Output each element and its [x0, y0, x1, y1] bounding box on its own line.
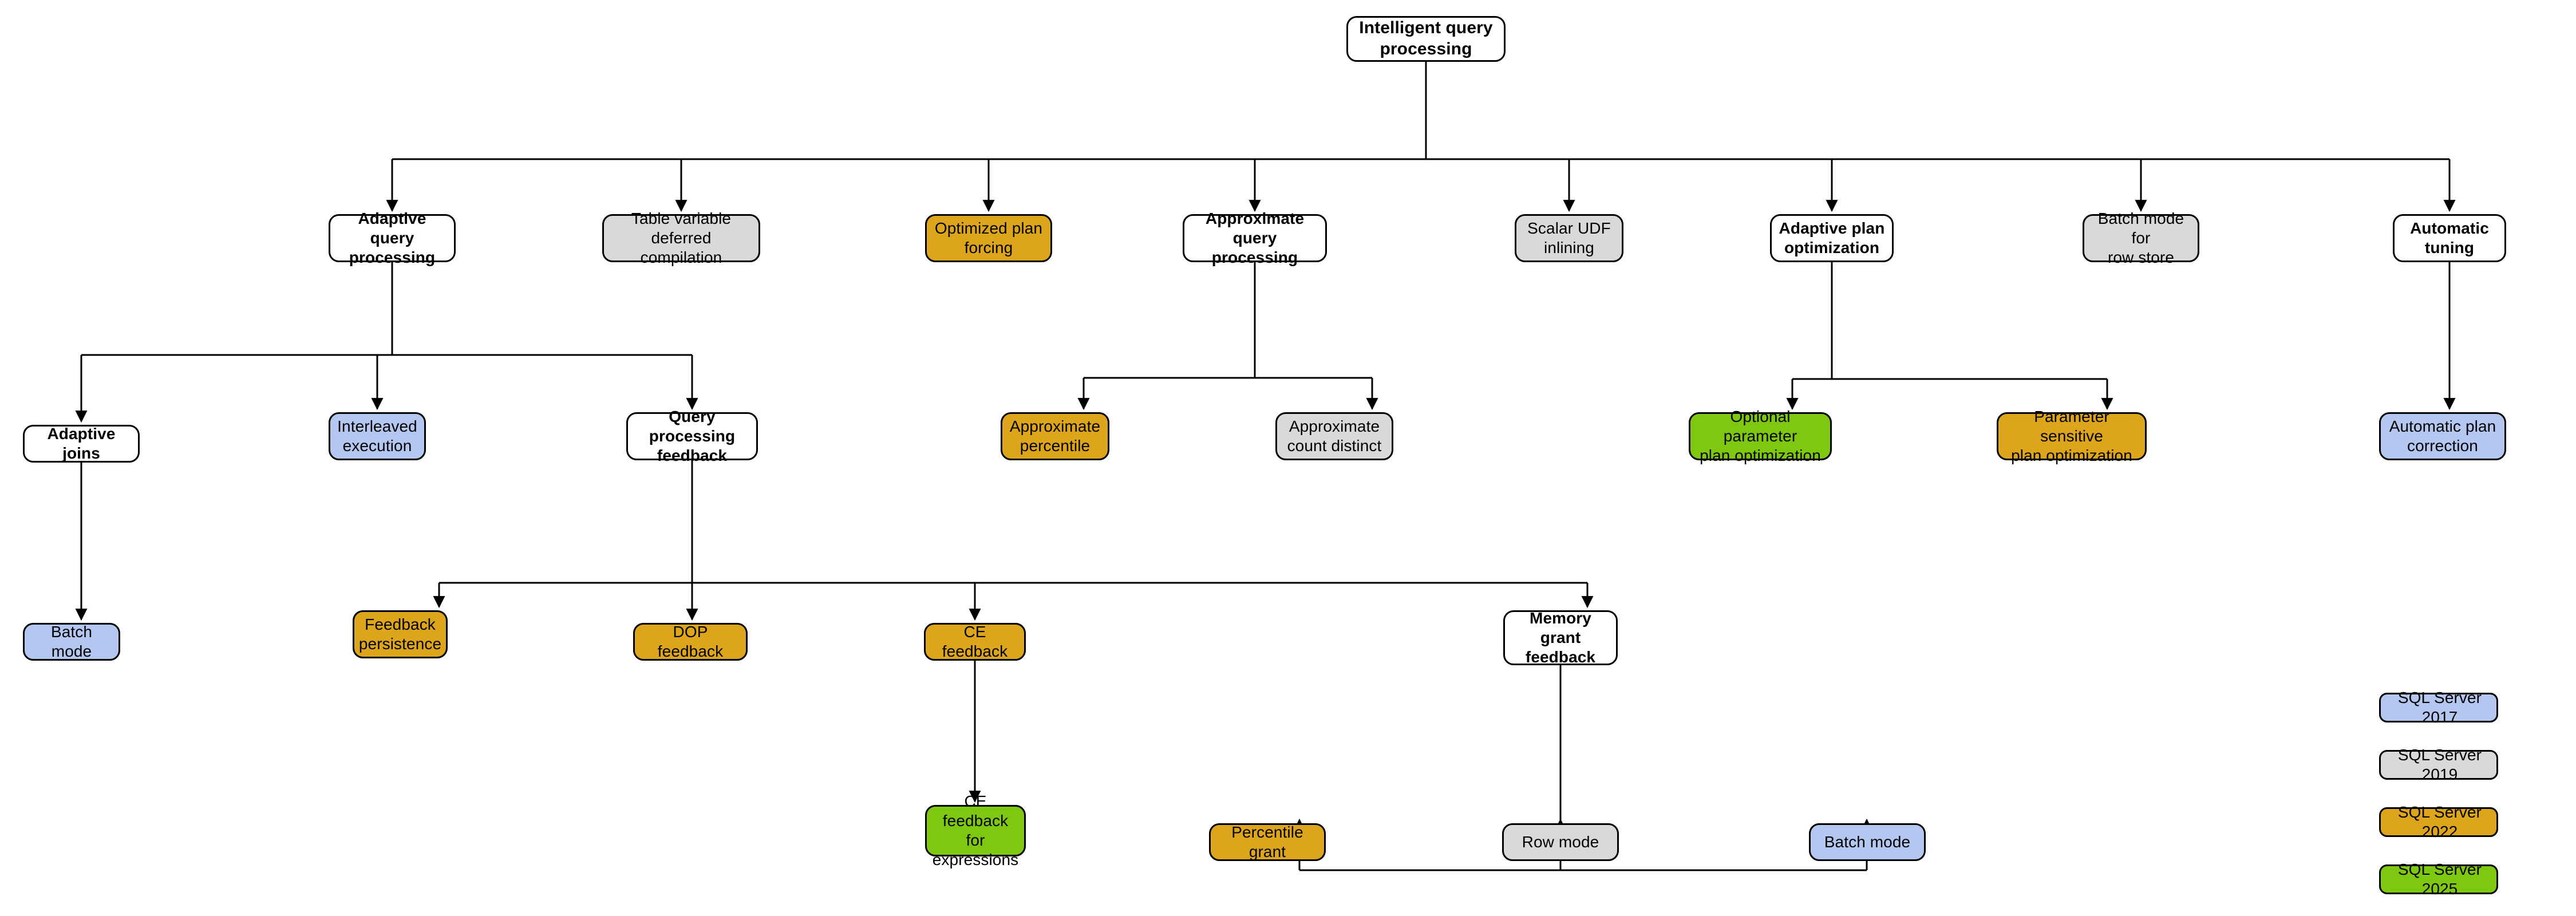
node-dop-feedback[interactable]: DOP feedback: [633, 623, 748, 661]
node-label: Intelligent query processing: [1359, 18, 1493, 58]
node-label: CE feedback for expressions: [932, 792, 1019, 869]
node-label: Interleaved execution: [337, 417, 417, 455]
node-label: Row mode: [1522, 832, 1599, 851]
legend-sql-server-2025: SQL Server 2025: [2379, 860, 2498, 898]
node-optimized-plan-forcing[interactable]: Optimized plan forcing: [925, 214, 1052, 262]
node-label: Approximate query processing: [1205, 209, 1305, 267]
legend-sql-server-2019: SQL Server 2019: [2379, 746, 2498, 783]
node-label: Adaptive plan optimization: [1779, 219, 1885, 256]
node-label: DOP feedback: [657, 622, 724, 660]
node-parameter-sensitive-plan-optimization[interactable]: Parameter sensitive plan optimization: [1997, 408, 2147, 464]
node-label: Query processing feedback: [649, 407, 736, 465]
node-ce-feedback-for-expressions[interactable]: CE feedback for expressions: [925, 792, 1026, 868]
node-query-processing-feedback[interactable]: Query processing feedback: [626, 408, 758, 464]
legend-sql-server-2017: SQL Server 2017: [2379, 689, 2498, 726]
node-label: Automatic tuning: [2410, 219, 2489, 256]
node-label: Parameter sensitive plan optimization: [2011, 407, 2132, 465]
node-label: Approximate percentile: [1009, 417, 1101, 455]
legend-label: SQL Server 2025: [2397, 860, 2482, 898]
node-adaptive-query-processing[interactable]: Adaptive query processing: [329, 210, 456, 266]
node-interleaved-execution[interactable]: Interleaved execution: [329, 412, 426, 460]
node-feedback-persistence[interactable]: Feedback persistence: [353, 610, 448, 658]
node-label: Memory grant feedback: [1525, 609, 1596, 666]
node-adaptive-plan-optimization[interactable]: Adaptive plan optimization: [1770, 214, 1894, 262]
legend-label: SQL Server 2022: [2397, 803, 2482, 840]
node-ce-feedback[interactable]: CE feedback: [924, 623, 1026, 661]
node-percentile-grant[interactable]: Percentile grant: [1209, 823, 1326, 861]
node-label: Optimized plan forcing: [934, 219, 1043, 256]
node-optional-parameter-plan-optimization[interactable]: Optional parameter plan optimization: [1689, 408, 1832, 464]
node-automatic-plan-correction[interactable]: Automatic plan correction: [2379, 412, 2506, 460]
node-approximate-count-distinct[interactable]: Approximate count distinct: [1275, 412, 1393, 460]
node-label: Automatic plan correction: [2389, 417, 2496, 455]
node-label: Adaptive query processing: [349, 209, 436, 267]
node-approximate-query-processing[interactable]: Approximate query processing: [1183, 210, 1327, 266]
node-approximate-percentile[interactable]: Approximate percentile: [1001, 412, 1109, 460]
node-label: Scalar UDF inlining: [1527, 219, 1611, 256]
node-automatic-tuning[interactable]: Automatic tuning: [2393, 214, 2506, 262]
node-label: Batch mode: [1824, 832, 1911, 851]
node-label: Approximate count distinct: [1287, 417, 1382, 455]
legend-label: SQL Server 2019: [2397, 745, 2482, 783]
node-scalar-udf-inlining[interactable]: Scalar UDF inlining: [1515, 214, 1623, 262]
node-label: CE feedback: [942, 622, 1008, 660]
node-label: Batch mode for row store: [2097, 209, 2184, 267]
node-batch-mode-grant[interactable]: Batch mode: [1809, 823, 1926, 861]
legend-sql-server-2022: SQL Server 2022: [2379, 803, 2498, 840]
node-label: Percentile grant: [1231, 823, 1303, 860]
node-table-variable-deferred-compilation[interactable]: Table variable deferred compilation: [602, 210, 760, 266]
node-label: Adaptive joins: [47, 424, 116, 462]
node-batch-mode[interactable]: Batch mode: [23, 623, 120, 661]
node-batch-mode-for-row-store[interactable]: Batch mode for row store: [2083, 210, 2199, 266]
node-label: Batch mode: [50, 622, 93, 660]
node-adaptive-joins[interactable]: Adaptive joins: [23, 425, 140, 463]
node-memory-grant-feedback[interactable]: Memory grant feedback: [1503, 609, 1618, 666]
node-row-mode[interactable]: Row mode: [1502, 823, 1619, 861]
node-label: Feedback persistence: [358, 615, 442, 653]
legend-label: SQL Server 2017: [2397, 688, 2482, 726]
node-intelligent-query-processing[interactable]: Intelligent query processing: [1346, 16, 1506, 62]
node-label: Table variable deferred compilation: [631, 209, 732, 267]
node-label: Optional parameter plan optimization: [1700, 407, 1821, 465]
